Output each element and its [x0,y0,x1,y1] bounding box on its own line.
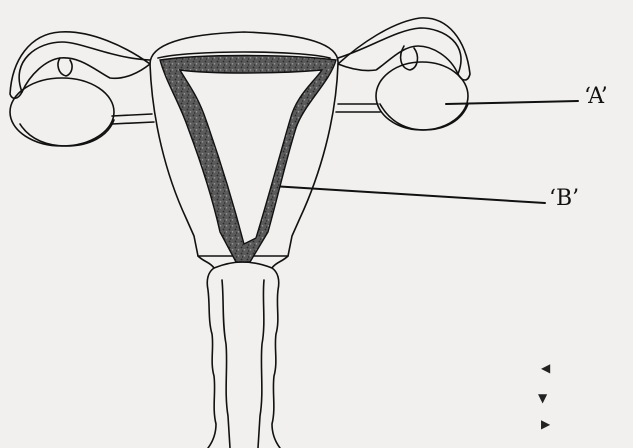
cervix-outline [198,256,216,448]
right-ovary [376,62,468,130]
endometrium-lining [160,56,336,263]
right-fallopian-tube [338,18,470,80]
label-b: ‘B’ [549,188,579,210]
right-triangle-icon: ▶ [541,418,550,430]
left-fallopian-tube [10,32,150,98]
left-triangle-icon: ◀ [541,362,550,374]
left-ovary [10,78,114,146]
pointer-line-b [272,186,545,203]
pointer-line-a [446,101,578,104]
down-triangle-icon: ▼ [538,392,547,404]
label-a: ‘A’ [584,86,608,108]
